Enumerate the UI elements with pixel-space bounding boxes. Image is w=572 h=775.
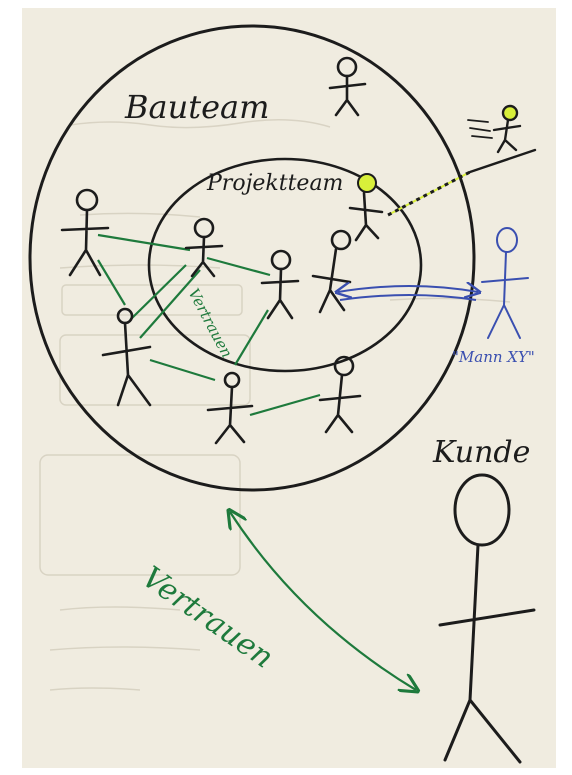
stick-figure-icon [184,217,224,278]
running-stick-figure-icon [467,104,537,174]
bauteam-circle [28,24,476,492]
trust-lines [97,233,321,417]
stick-figure-icon [311,229,352,314]
stick-figure-icon [348,191,384,242]
double-arrow-icon [338,286,478,301]
projektteam-label: Projektteam [206,171,343,196]
stick-figure-icon [318,355,362,434]
kunde-label: Kunde [432,435,530,470]
stick-figure-icon [60,56,384,445]
stick-figure-icon [101,307,152,407]
projektteam-circle [147,157,423,373]
bauteam-label: Bauteam [124,88,269,126]
head-yellow-icon [357,173,377,193]
vertrauen-inner-label: Vertrauen [184,285,235,360]
mann-xy-label: "Mann XY" [452,348,535,366]
vertrauen-outer-label: Vertrauen [135,560,279,676]
stick-figure-icon [60,188,110,277]
stick-figure-icon [438,473,536,764]
stick-figure-icon [260,249,300,320]
double-arrow-icon [230,512,416,690]
faint-background-writing [39,119,511,691]
stick-figure-icon [206,371,254,445]
stick-figure-icon [481,227,529,339]
stick-figure-icon [328,56,367,117]
